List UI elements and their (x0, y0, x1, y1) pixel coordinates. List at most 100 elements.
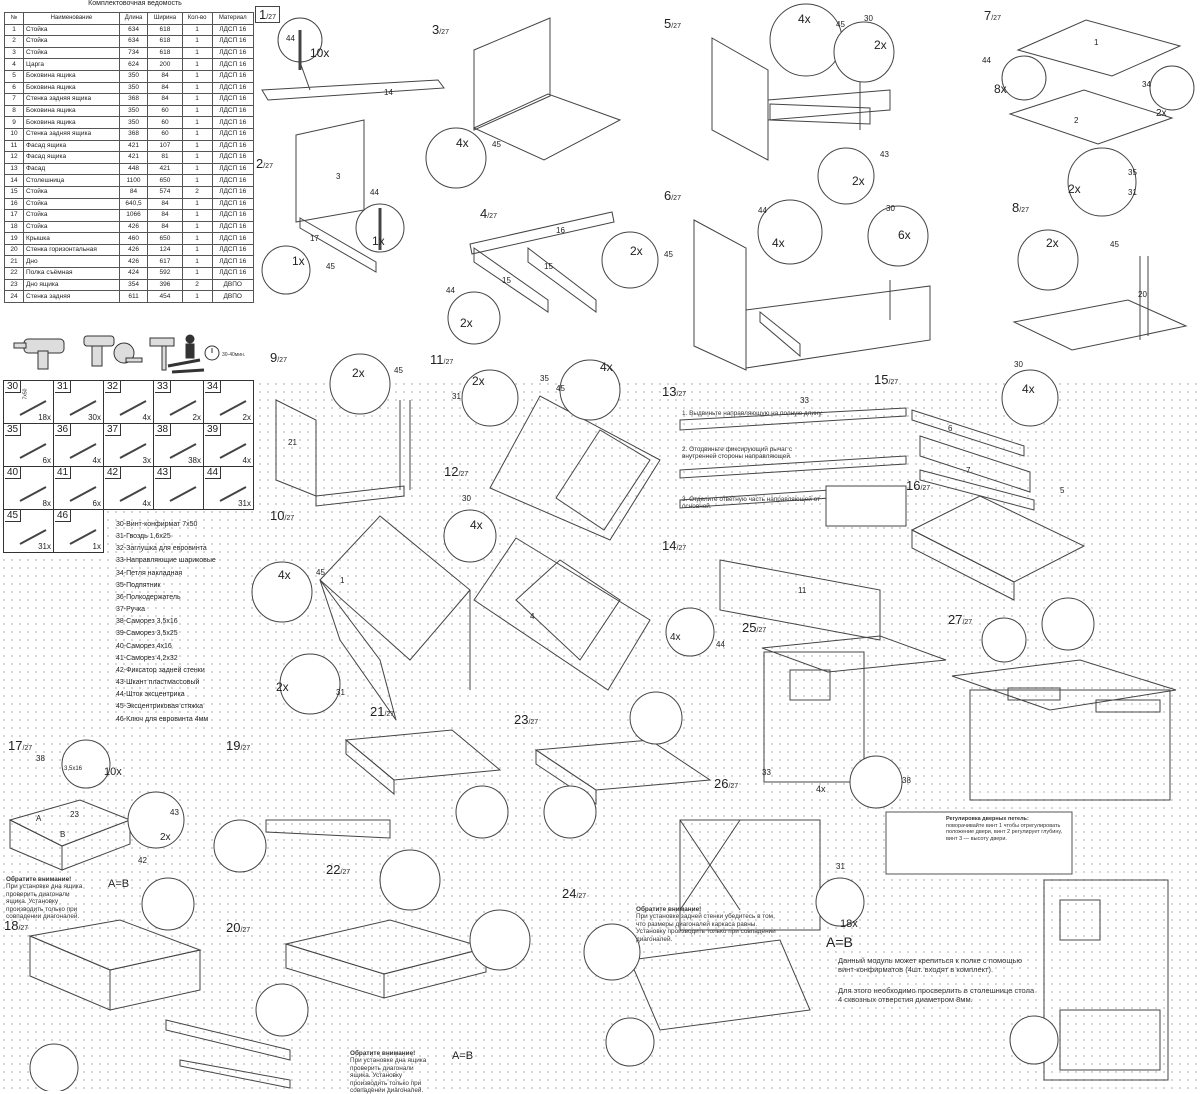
table-cell: 1 (4, 23, 24, 37)
step-17-label: 17/27 (8, 738, 33, 753)
table-cell: ЛДСП 16 (211, 197, 255, 211)
s7-part-44: 44 (982, 56, 991, 65)
step-10-label: 10/27 (270, 508, 295, 523)
step4-drawing (447, 211, 659, 345)
step-22-label: 22/27 (326, 862, 351, 877)
table-cell: ДВПО (211, 290, 255, 303)
step-12-label: 12/27 (444, 464, 469, 479)
hardware-number: 46 (55, 510, 72, 522)
fastener-icon (119, 443, 147, 459)
legend-item: 32-Заглушка для евровинта (116, 545, 207, 553)
step13-note-2: 2. Отодвиньте фиксирующий рычаг с внутре… (682, 446, 793, 461)
step-5-label: 5/27 (664, 16, 681, 31)
s12-part-30: 30 (462, 494, 471, 503)
table-cell: 1 (181, 209, 213, 222)
hardware-item-44: 44 31x (203, 466, 254, 510)
s2-part-3: 3 (336, 172, 341, 181)
attention-note-20: Обратите внимание! При установке дна ящи… (350, 1050, 434, 1094)
table-cell: Стойка (23, 46, 120, 60)
table-cell: Фасад (23, 162, 120, 176)
hardware-number: 43 (155, 467, 172, 479)
step-11-label: 11/27 (430, 352, 454, 367)
step13-note-3: 3. Отделите ответную часть направляющей … (682, 496, 820, 511)
step21-drawing (344, 729, 502, 796)
step19-drawing (165, 819, 391, 1089)
step6-drawing (693, 199, 931, 371)
table-cell: Стенка задняя ящика (23, 127, 120, 141)
s14-qty: 4x (670, 632, 681, 643)
s1-part-44: 44 (286, 34, 295, 43)
step17-drawing (8, 739, 195, 931)
fastener-icon (19, 400, 47, 416)
hardware-qty: 6x (42, 456, 51, 465)
s14-part-11: 11 (798, 586, 807, 595)
fastener-icon (69, 400, 97, 416)
s6-qty-1: 4x (772, 236, 785, 250)
hardware-qty: 2x (242, 413, 251, 422)
fastener-icon (19, 443, 47, 459)
table-cell: 2 (181, 185, 213, 199)
s3-qty: 4x (456, 136, 469, 150)
person-icon (185, 334, 195, 359)
timer-icon (204, 345, 220, 361)
s17-letter-a: A (36, 814, 42, 823)
table-cell: Стойка (23, 220, 120, 234)
s14-part-4: 4 (530, 612, 535, 621)
table-cell: 1 (181, 162, 213, 176)
step2-drawing (261, 119, 405, 295)
step26-drawing (679, 819, 865, 931)
step-21-label: 21/27 (370, 704, 395, 719)
s26-part-38: 38 (902, 776, 911, 785)
hardware-number: 33 (155, 381, 172, 393)
s10-part-31: 31 (336, 688, 345, 697)
hardware-qty: 31x (238, 499, 251, 508)
s9-part-45: 45 (394, 366, 403, 375)
hardware-number: 31 (55, 381, 72, 393)
s17-dim: 3,5x16 (64, 766, 83, 772)
legend-item: 46-Ключ для евровинта 4мм (116, 715, 209, 723)
hardware-number: 35 (5, 424, 22, 436)
table-cell: Стойка (23, 209, 120, 222)
s9-part-21: 21 (288, 438, 297, 447)
s17-qty-2: 2x (160, 832, 171, 843)
s4-part-44: 44 (446, 286, 455, 295)
s2-qty-2: 1x (292, 254, 305, 268)
table-cell: ЛДСП 16 (211, 220, 255, 234)
table-cell: 1 (181, 139, 213, 153)
hardware-dim: 7x50 (22, 388, 29, 400)
s5-part-45: 45 (836, 20, 845, 29)
fastener-icon (69, 486, 97, 502)
step-26-label: 26/27 (714, 776, 739, 791)
fastener-icon (119, 400, 147, 416)
table-cell: 1 (181, 220, 213, 234)
table-cell: 16 (4, 197, 24, 211)
table-cell: 396 (147, 278, 183, 292)
s17-part-42: 42 (138, 856, 147, 865)
table-cell: Стенка горизонтальная (23, 243, 120, 257)
timer-label: 30-40мин. (222, 352, 245, 358)
s17-part-38: 38 (36, 754, 45, 763)
hardware-qty: 4x (92, 456, 101, 465)
table-cell: 421 (118, 139, 149, 153)
step-27-label: 27/27 (948, 612, 973, 627)
s7-qty-2: 2x (1156, 108, 1167, 119)
fastener-icon (19, 529, 47, 545)
hardware-qty: 18x (38, 413, 51, 422)
hardware-number: 44 (205, 467, 222, 479)
table-cell: ЛДСП 16 (211, 151, 255, 164)
s2-part-17: 17 (310, 234, 319, 243)
s7-part-34: 34 (1142, 80, 1151, 89)
s8-qty-2: 2x (1046, 236, 1059, 250)
